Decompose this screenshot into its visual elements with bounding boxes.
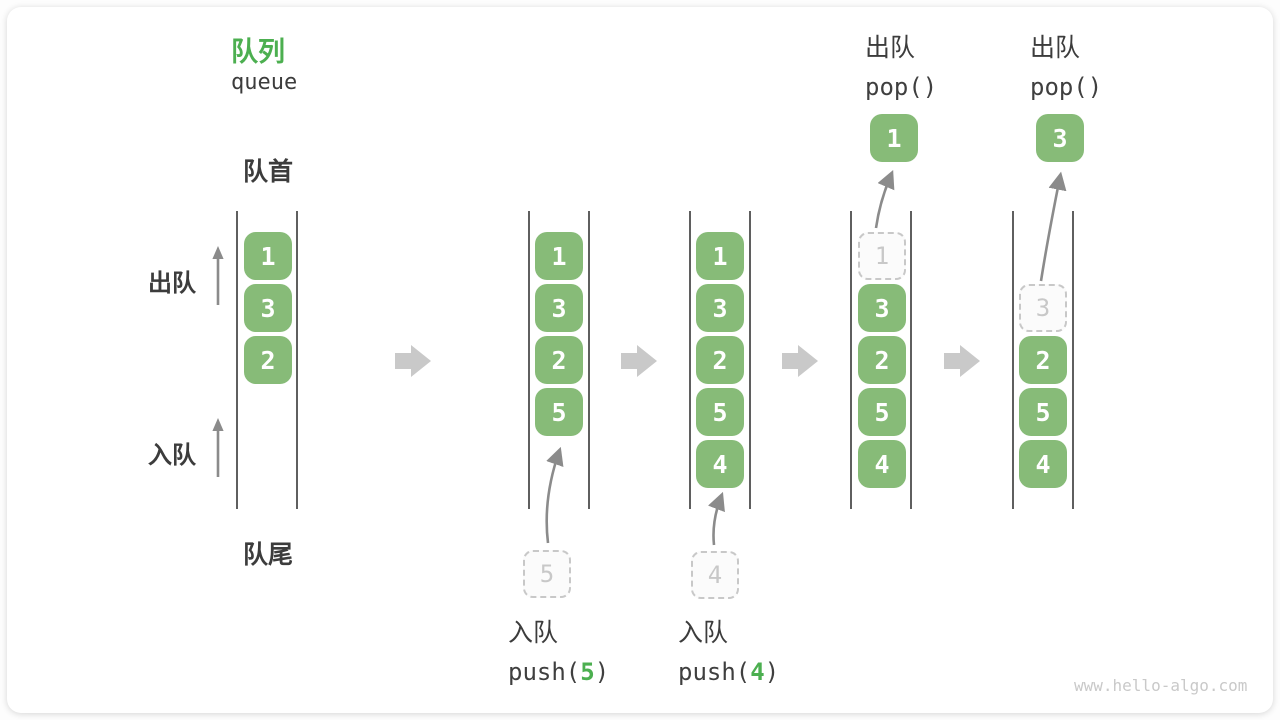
op-pop-zh: 出队 bbox=[1030, 34, 1081, 62]
staged-cell-enqueue: 4 bbox=[691, 551, 739, 599]
op-pop-code: pop() bbox=[865, 73, 938, 101]
queue-cell: 2 bbox=[1019, 336, 1067, 384]
fn-arg: 5 bbox=[580, 658, 595, 686]
figure-card bbox=[7, 7, 1273, 713]
op-push-zh: 入队 bbox=[678, 619, 729, 647]
queue-wall-right bbox=[296, 211, 298, 509]
queue-cell: 1 bbox=[535, 232, 583, 280]
op-label-pop-2: 出队 pop() bbox=[1030, 28, 1102, 101]
fn-open: push( bbox=[678, 658, 751, 686]
queue-cell: 1 bbox=[244, 232, 292, 280]
queue-cell: 2 bbox=[244, 336, 292, 384]
label-enqueue-side: 入队 bbox=[148, 442, 196, 469]
queue-cell: 5 bbox=[535, 388, 583, 436]
queue-wall-right bbox=[588, 211, 590, 509]
op-push-code: push(5) bbox=[508, 658, 609, 686]
ghost-cell-dequeued: 1 bbox=[858, 232, 906, 280]
queue-wall-left bbox=[1012, 211, 1014, 509]
label-dequeue-side: 出队 bbox=[148, 270, 196, 297]
queue-cell: 4 bbox=[1019, 440, 1067, 488]
queue-wall-right bbox=[749, 211, 751, 509]
staged-cell-enqueue: 5 bbox=[523, 550, 571, 598]
fn-open: push( bbox=[508, 658, 581, 686]
queue-cell: 3 bbox=[696, 284, 744, 332]
queue-cell: 5 bbox=[1019, 388, 1067, 436]
figure-subtitle: queue bbox=[231, 70, 298, 95]
queue-wall-right bbox=[1072, 211, 1074, 509]
figure-title: 队列 bbox=[231, 37, 285, 67]
queue-cell: 2 bbox=[535, 336, 583, 384]
queue-wall-right bbox=[910, 211, 912, 509]
queue-cell: 2 bbox=[696, 336, 744, 384]
queue-cell: 3 bbox=[535, 284, 583, 332]
fn-close: ) bbox=[764, 658, 780, 686]
op-pop-code: pop() bbox=[1030, 73, 1103, 101]
queue-wall-left bbox=[689, 211, 691, 509]
queue-cell: 5 bbox=[696, 388, 744, 436]
queue-cell: 4 bbox=[696, 440, 744, 488]
op-push-zh: 入队 bbox=[508, 619, 559, 647]
queue-wall-left bbox=[850, 211, 852, 509]
popped-cell: 1 bbox=[870, 114, 918, 162]
queue-cell: 4 bbox=[858, 440, 906, 488]
queue-cell: 5 bbox=[858, 388, 906, 436]
queue-cell: 3 bbox=[244, 284, 292, 332]
queue-wall-left bbox=[236, 211, 238, 509]
ghost-cell-dequeued: 3 bbox=[1019, 284, 1067, 332]
op-label-pop-1: 出队 pop() bbox=[865, 28, 937, 101]
op-push-code: push(4) bbox=[678, 658, 779, 686]
queue-cell: 2 bbox=[858, 336, 906, 384]
watermark: www.hello-algo.com bbox=[1074, 676, 1248, 695]
op-pop-zh: 出队 bbox=[865, 34, 916, 62]
fn-close: ) bbox=[594, 658, 610, 686]
op-label-push-5: 入队 push(5) bbox=[508, 613, 609, 686]
fn-arg: 4 bbox=[750, 658, 765, 686]
queue-cell: 1 bbox=[696, 232, 744, 280]
op-label-push-4: 入队 push(4) bbox=[678, 613, 779, 686]
label-queue-front: 队首 bbox=[242, 158, 293, 186]
popped-cell: 3 bbox=[1036, 114, 1084, 162]
queue-wall-left bbox=[528, 211, 530, 509]
queue-cell: 3 bbox=[858, 284, 906, 332]
label-queue-rear: 队尾 bbox=[242, 541, 293, 569]
